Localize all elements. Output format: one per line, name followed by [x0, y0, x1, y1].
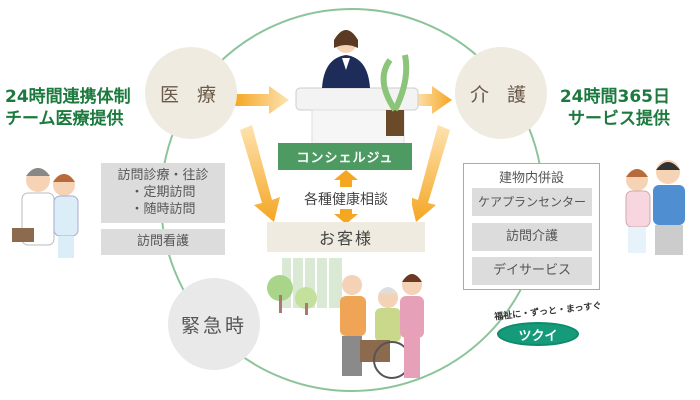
building-illustration [267, 258, 342, 315]
health-consult-label: 各種健康相談 [280, 189, 412, 209]
arrow-left-down [240, 125, 280, 222]
left-caption: 24時間連携体制 チーム医療提供 [5, 86, 131, 130]
tsukui-logo: ツクイ [497, 322, 579, 346]
regular-visit: ・定期訪問 [130, 185, 196, 200]
arrow-down [334, 209, 358, 224]
ondemand-visit: ・随時訪問 [130, 202, 196, 217]
facility-item: ケアプランセンター [472, 188, 592, 216]
right-caption-line2: サービス提供 [568, 109, 670, 129]
left-caption-line2: チーム医療提供 [5, 109, 124, 129]
concierge-illustration [295, 30, 419, 145]
right-caption: 24時間365日 サービス提供 [552, 86, 670, 130]
arrow-to-care [415, 86, 452, 114]
doctor-nurse-illustration [12, 168, 79, 258]
visiting-nursing-box: 訪問看護 [101, 229, 225, 255]
arrow-right-down [410, 125, 450, 222]
node-care: 介 護 [455, 47, 547, 139]
arrow-up [334, 170, 358, 187]
home-visit-box: 訪問診療・往診 ・定期訪問 ・随時訪問 [101, 163, 225, 223]
arrow-to-medical [234, 86, 289, 114]
concierge-box: コンシェルジュ [278, 143, 412, 170]
facility-title: 建物内併設 [498, 171, 564, 186]
customer-box: お客様 [267, 222, 425, 252]
caregivers-illustration [625, 160, 685, 255]
customers-illustration [340, 274, 424, 379]
node-medical: 医 療 [145, 47, 237, 139]
home-visit-main: 訪問診療・往診 [117, 168, 209, 183]
facility-box: 建物内併設 ケアプランセンター 訪問介護 デイサービス [463, 163, 600, 290]
left-caption-line1: 24時間連携体制 [5, 87, 131, 107]
logo-name: ツクイ [518, 328, 558, 344]
facility-item: デイサービス [472, 257, 592, 285]
node-emergency: 緊急時 [168, 278, 260, 370]
facility-item: 訪問介護 [472, 223, 592, 251]
right-caption-line1: 24時間365日 [559, 87, 670, 107]
